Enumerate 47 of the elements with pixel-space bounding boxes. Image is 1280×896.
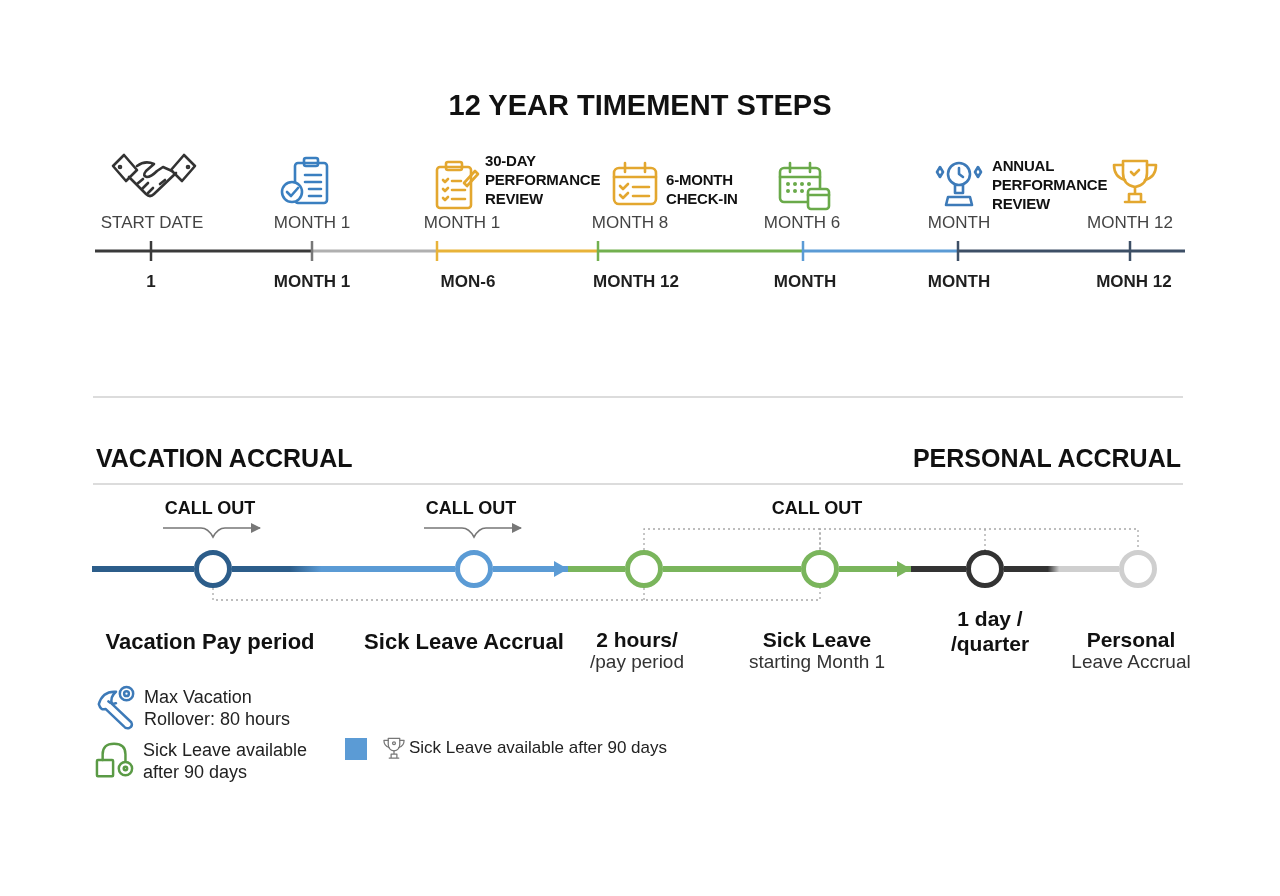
tick-label: MONTH 1 — [423, 213, 501, 234]
legend-text: Sick Leave available after 90 days — [143, 739, 309, 783]
tick-label: MONH 12 — [1096, 272, 1172, 293]
tick-label: MONTH 12 — [1087, 213, 1173, 234]
connector-line — [493, 561, 625, 577]
timeline-circle — [966, 550, 1004, 588]
callout-label: CALL OUT — [164, 498, 256, 520]
connector-line — [839, 561, 966, 577]
tick-label: MONTH 8 — [591, 213, 669, 234]
icon-caption: 6-MONTH CHECK-IN — [666, 170, 739, 208]
milestone-note: starting Month 1 — [748, 651, 886, 674]
tick-label: MON-6 — [440, 272, 496, 293]
tick-label: MONTH 6 — [763, 213, 841, 234]
milestone-label: 2 hours/ — [596, 627, 678, 653]
tick-label: START DATE — [100, 213, 204, 234]
tick-label: MONTH — [773, 272, 837, 293]
milestone-label: Vacation Pay period — [105, 629, 315, 656]
section-heading: PERSONAL ACCRUAL — [912, 443, 1181, 473]
timeline-circle — [801, 550, 839, 588]
callout-label: CALL OUT — [425, 498, 517, 520]
diagram-title: 12 YEAR TIMEMENT STEPS — [448, 88, 832, 123]
legend-text: Sick Leave available after 90 days — [409, 738, 667, 759]
milestone-label: 1 day / /quarter — [949, 606, 1031, 657]
icon-caption: 30-DAY PERFORMANCE REVIEW — [485, 151, 602, 208]
timeline-circle — [625, 550, 663, 588]
milestone-note: Leave Accrual — [1071, 651, 1191, 674]
tick-label: MONTH 1 — [273, 272, 351, 293]
tick-label: MONTH 1 — [273, 213, 351, 234]
tick-label: 1 — [146, 272, 156, 293]
milestone-label: Personal — [1086, 627, 1176, 653]
icon-caption: ANNUAL PERFORMANCE REVIEW — [992, 156, 1109, 213]
connector-line — [232, 566, 455, 572]
milestone-note: /pay period — [590, 651, 684, 674]
timeline-circle — [194, 550, 232, 588]
section-heading: VACATION ACCRUAL — [96, 443, 353, 473]
tick-label: MONTH 12 — [593, 272, 679, 293]
connector-line — [663, 566, 801, 572]
callout-label: CALL OUT — [771, 498, 863, 520]
legend-text: Max Vacation Rollover: 80 hours — [144, 686, 292, 730]
connector-line — [1004, 566, 1119, 572]
tick-label: MONTH — [927, 272, 991, 293]
milestone-label: Sick Leave Accrual — [364, 629, 564, 656]
connector-line — [92, 566, 194, 572]
timeline-circle — [455, 550, 493, 588]
timeline-circle — [1119, 550, 1157, 588]
milestone-label: Sick Leave — [762, 627, 872, 653]
tick-label: MONTH — [927, 213, 991, 234]
